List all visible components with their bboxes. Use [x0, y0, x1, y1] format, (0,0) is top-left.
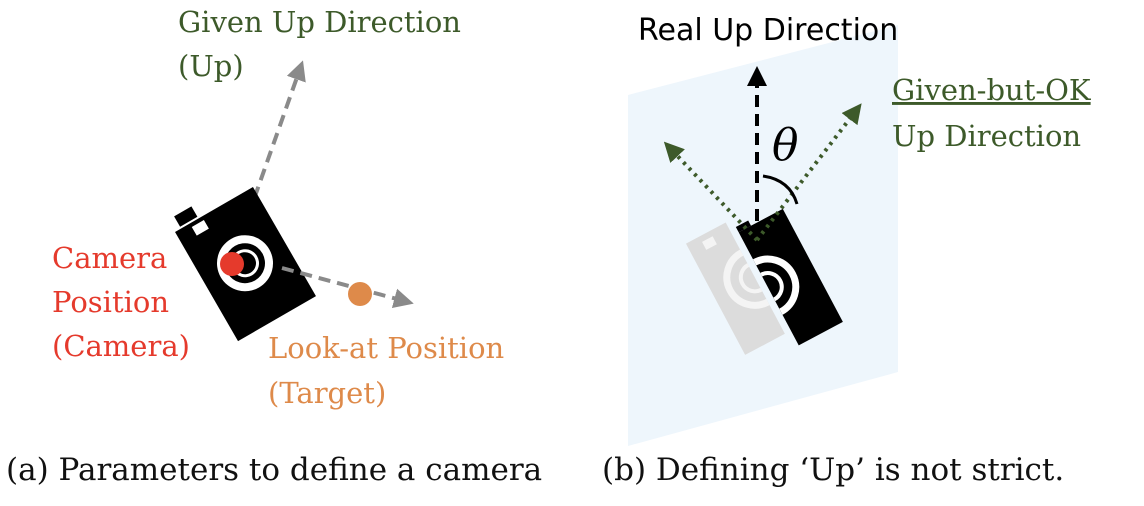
camera-icon	[174, 187, 316, 342]
given-ok-arrow-left	[663, 141, 759, 242]
camera-label-line1: Camera	[52, 241, 167, 275]
caption-a: (a) Parameters to define a camera	[6, 452, 542, 488]
panel-a: Given Up Direction (Up) Camera Position …	[6, 5, 542, 488]
look-at-target-dot	[348, 282, 372, 306]
look-at-label-line2: (Target)	[268, 376, 386, 410]
given-ok-label-line2: Up Direction	[892, 119, 1081, 153]
theta-arc	[762, 174, 799, 205]
given-up-arrow	[246, 60, 306, 217]
theta-symbol: θ	[772, 120, 799, 171]
given-ok-label-line1: Given-but-OK	[892, 73, 1092, 107]
given-ok-arrow-right	[755, 103, 862, 242]
panel-b: θ Real Up Direction Given-but-OK Up Dire…	[602, 13, 1092, 488]
given-up-label-line2: (Up)	[178, 49, 244, 83]
camera-icon	[685, 222, 785, 355]
caption-b: (b) Defining ‘Up’ is not strict.	[602, 452, 1064, 488]
camera-icon	[735, 208, 843, 346]
camera-position-dot	[220, 252, 244, 276]
look-at-label-line1: Look-at Position	[268, 331, 504, 365]
camera-label-line2: Position	[52, 285, 169, 319]
real-up-label: Real Up Direction	[638, 13, 898, 48]
given-up-label-line1: Given Up Direction	[178, 5, 461, 39]
look-at-arrow	[281, 266, 414, 309]
camera-label-line3: (Camera)	[52, 329, 190, 363]
